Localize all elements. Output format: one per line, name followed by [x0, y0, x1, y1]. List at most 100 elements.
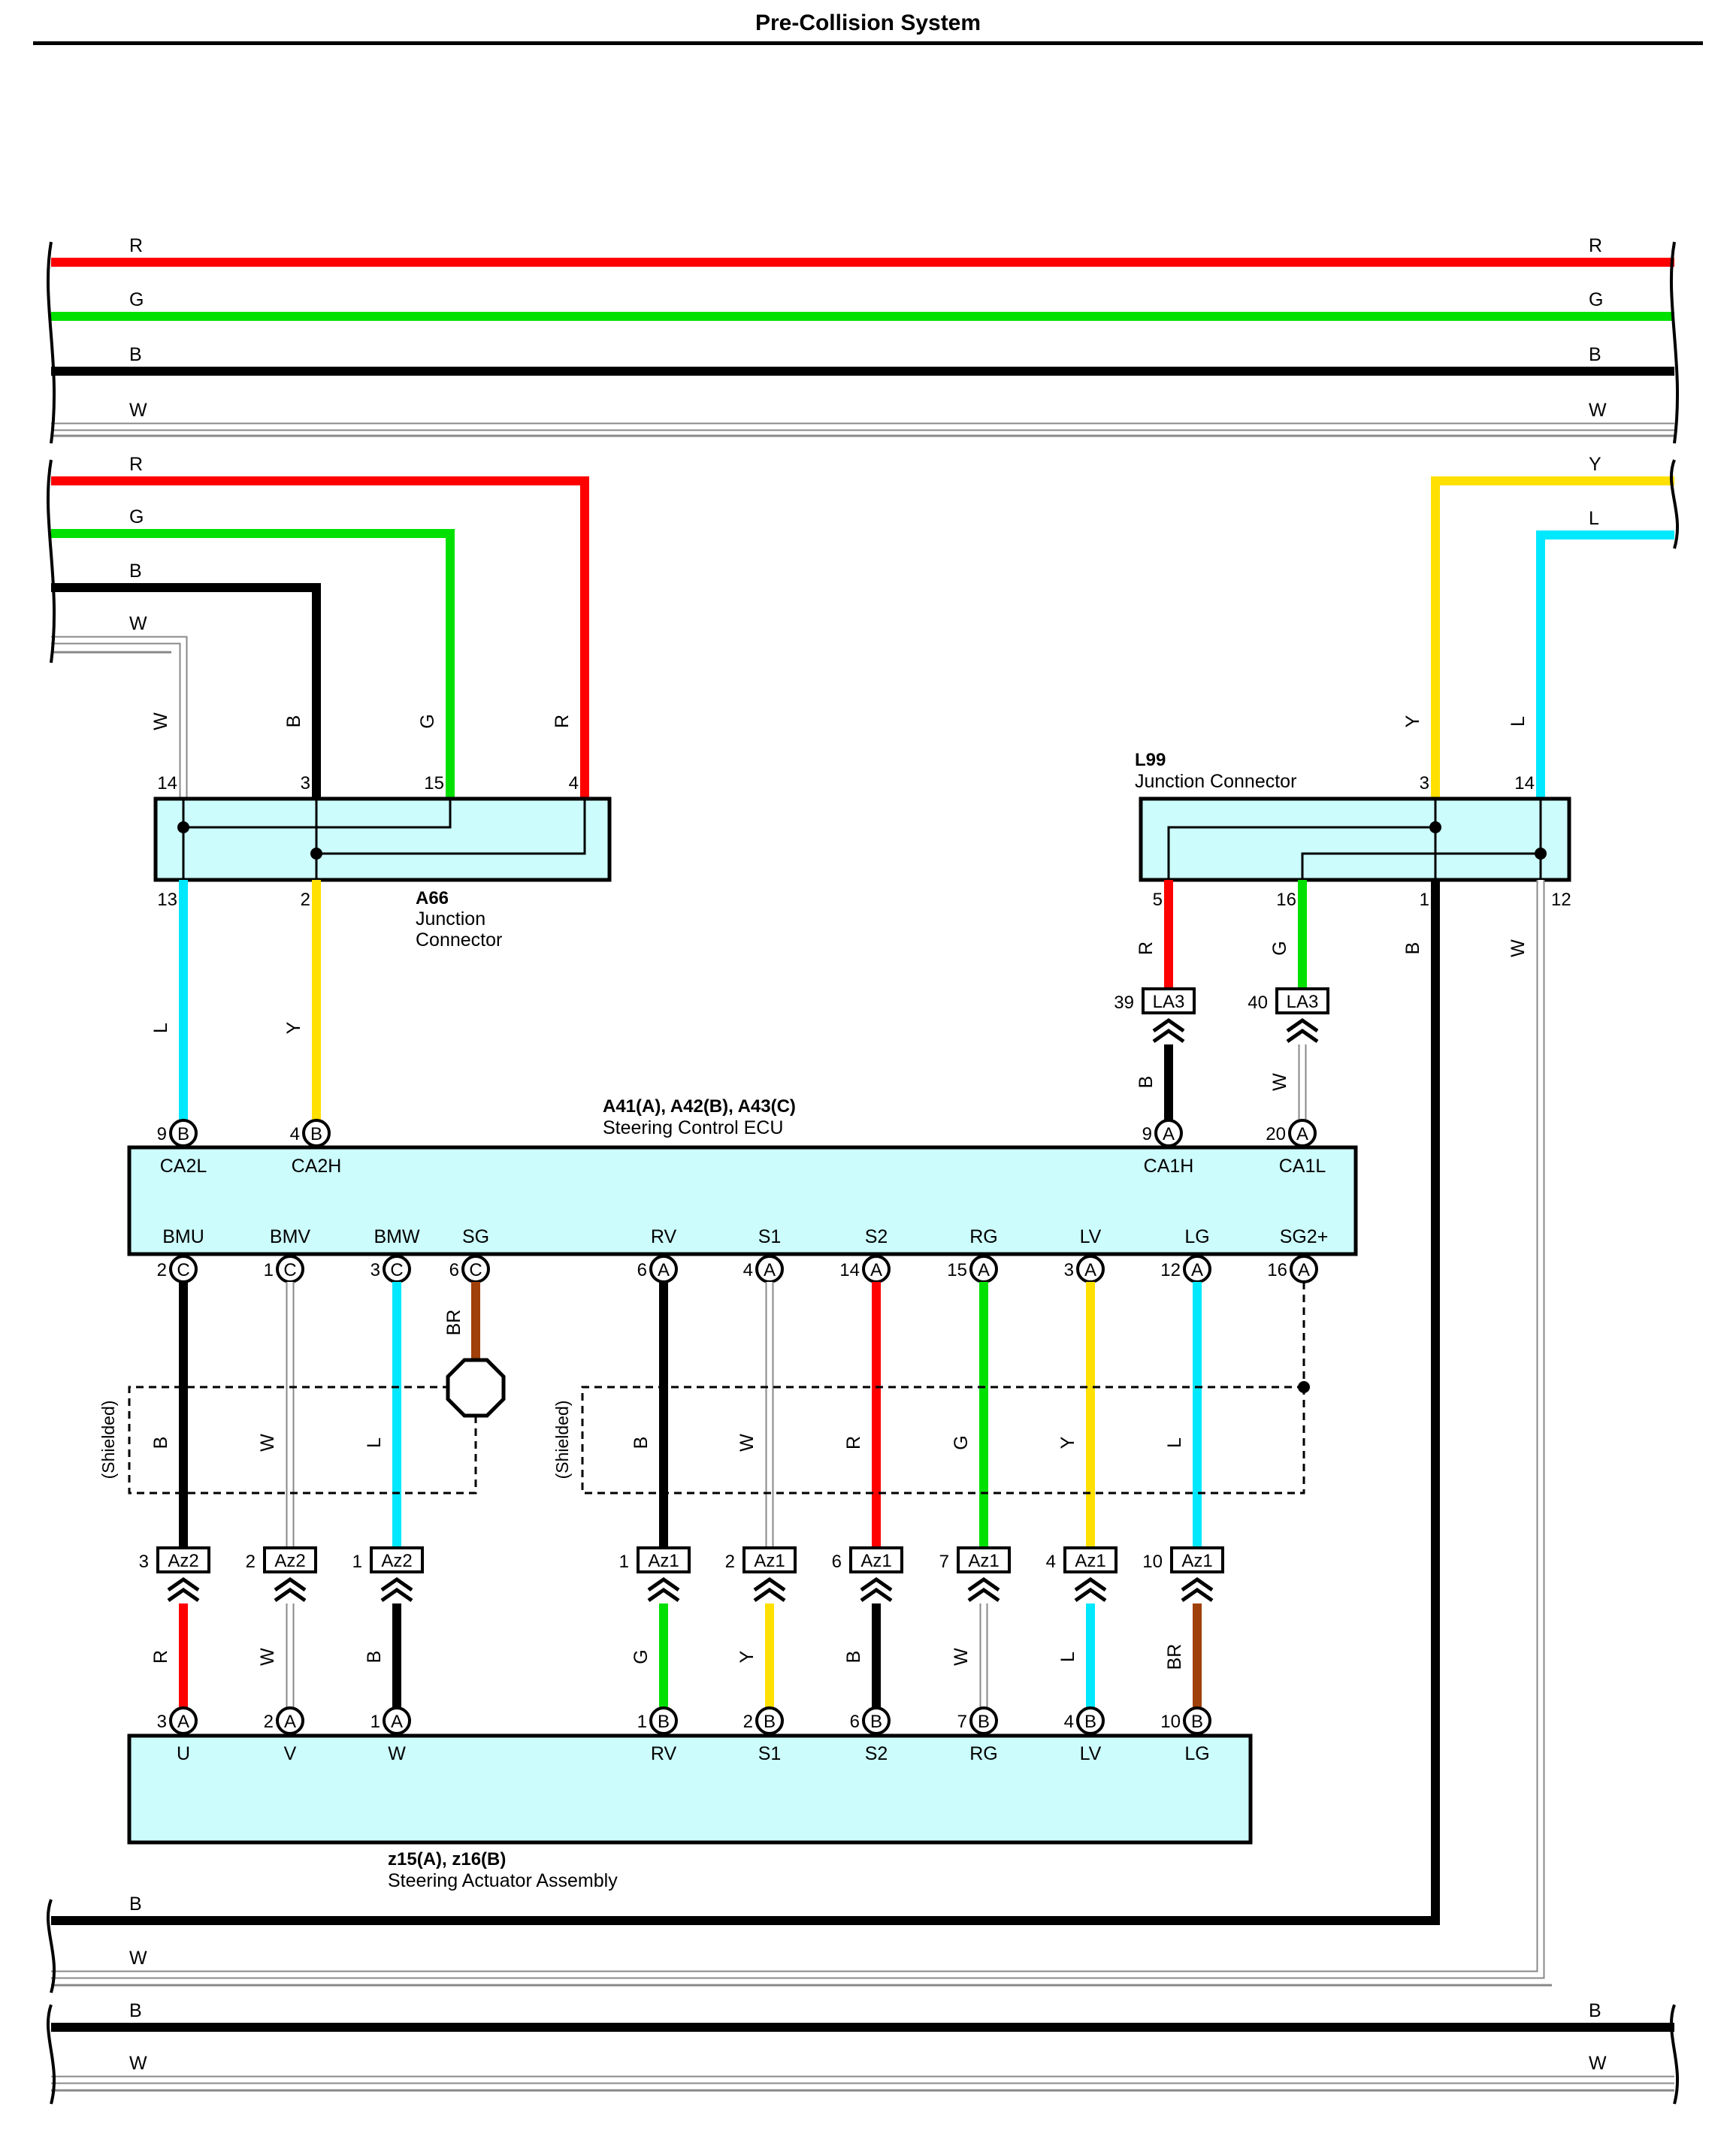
- az-chevron-0: [274, 1576, 307, 1592]
- ecu-top-terminal: [169, 1119, 198, 1147]
- ecu-bottom-pin: 4: [743, 1260, 753, 1280]
- ecu-bottom-terminal-letter: C: [283, 1260, 296, 1280]
- az-pin: 7: [939, 1552, 949, 1572]
- ecu-bottom-terminal-letter: A: [1298, 1260, 1310, 1280]
- a66-bottom-pin: 13: [157, 890, 177, 910]
- actuator-terminal-letter: B: [658, 1712, 670, 1732]
- l99-junction-connector: [1139, 796, 1571, 882]
- az-connector-label: Az1: [754, 1551, 785, 1571]
- l99-top-pin: 14: [1514, 773, 1535, 793]
- page-title: Pre-Collision System: [755, 11, 981, 35]
- ecu-bottom-term-label: SG2+: [1280, 1226, 1329, 1247]
- top-bus-label-right: B: [1589, 344, 1601, 365]
- actuator-term-label: U: [177, 1743, 190, 1764]
- actuator-name: z15(A), z16(B): [388, 1849, 506, 1869]
- la3-pin: 39: [1114, 993, 1134, 1013]
- l99-bottom-pin: 16: [1276, 890, 1296, 910]
- az-connector: [1063, 1546, 1118, 1573]
- az-connector-label: Az1: [1181, 1551, 1212, 1571]
- ecu-top-term-label: CA2H: [292, 1156, 342, 1177]
- a66-feed-w-core: [51, 637, 186, 799]
- a66-bottom-wire-label: Y: [283, 1021, 304, 1034]
- actuator-terminal: [169, 1706, 198, 1735]
- ecu-bottom-terminal-letter: A: [870, 1260, 882, 1280]
- la3-wire-label: B: [1136, 1076, 1157, 1089]
- top-right-break: [1669, 241, 1680, 444]
- ecu-top-term-label: CA1H: [1144, 1156, 1194, 1177]
- actuator-pin: 1: [637, 1712, 647, 1732]
- shield-box-2: [581, 1386, 1305, 1495]
- az-connector-label: Az1: [648, 1551, 679, 1571]
- shield-box-1: [128, 1386, 477, 1495]
- ecu-bottom-terminal-letter: A: [1191, 1260, 1203, 1280]
- ecu-top-terminal-letter: A: [1163, 1124, 1175, 1144]
- actuator-terminal-letter: B: [1084, 1712, 1096, 1732]
- actuator-side-wire-label: R: [150, 1650, 171, 1664]
- shield-ground-symbol: [446, 1358, 506, 1418]
- ecu-bottom-pin: 6: [637, 1260, 647, 1280]
- ecu-side-wire-label: G: [951, 1435, 972, 1449]
- ecu-bottom-terminal-letter: A: [764, 1260, 776, 1280]
- a66-top-pin: 4: [569, 773, 579, 793]
- az-chevron-1: [380, 1587, 413, 1603]
- ecu-top-terminal: [1288, 1119, 1317, 1147]
- ecu-bottom-terminal-letter: A: [658, 1260, 670, 1280]
- ecu-bottom-term-label: BMU: [162, 1226, 204, 1247]
- ecu-bottom-pin: 1: [264, 1260, 274, 1280]
- az-pin: 10: [1142, 1552, 1163, 1572]
- actuator-terminal-letter: B: [870, 1712, 882, 1732]
- l99-name: L99: [1135, 750, 1166, 770]
- actuator-desc: Steering Actuator Assembly: [388, 1870, 618, 1891]
- actuator-pin: 4: [1064, 1712, 1074, 1732]
- ecu-bottom-pin: 15: [947, 1260, 967, 1280]
- ecu-side-wire-label: B: [150, 1437, 171, 1449]
- ecu-side-wire-label: Y: [1057, 1436, 1078, 1449]
- actuator-side-wire-label: BR: [1164, 1644, 1185, 1670]
- a66-splice-dot: [310, 848, 322, 860]
- la3-chevron-1: [1152, 1028, 1185, 1044]
- ecu-bottom-term-label: SG: [462, 1226, 489, 1247]
- ecu-bottom-pin: 3: [1064, 1260, 1074, 1280]
- az-chevron-0: [1074, 1576, 1107, 1592]
- ecu-side-wire-label: B: [631, 1437, 652, 1449]
- a66-feed-label: R: [129, 454, 143, 475]
- bottom-left-break: [46, 2004, 56, 2105]
- title-rule: [33, 41, 1703, 45]
- l99-top-pin: 3: [1420, 773, 1429, 793]
- az-connector: [1170, 1546, 1224, 1573]
- az-connector-label: Az2: [274, 1551, 305, 1571]
- a66-top-wire-label: W: [150, 712, 171, 730]
- a66-top-pin: 15: [424, 773, 444, 793]
- actuator-term-label: S1: [758, 1743, 782, 1764]
- ecu-bottom-term-label: RG: [969, 1226, 998, 1247]
- la3-connector-label: LA3: [1153, 992, 1185, 1012]
- l99-return-b: [51, 880, 1440, 1925]
- az-chevron-0: [380, 1576, 413, 1592]
- actuator-pin: 1: [370, 1712, 380, 1732]
- ecu-top-terminal-letter: B: [310, 1124, 322, 1144]
- ecu-bottom-term-label: LV: [1080, 1226, 1102, 1247]
- ecu-bottom-terminal-letter: C: [390, 1260, 403, 1280]
- l99-return-w-core: [51, 880, 1544, 1978]
- a66-top-pin: 3: [301, 773, 310, 793]
- ecu-top-terminal: [302, 1119, 331, 1147]
- actuator-side-wire-label: L: [1057, 1652, 1078, 1662]
- l99-splice-dot: [1429, 821, 1441, 833]
- actuator-terminal-letter: A: [284, 1712, 296, 1732]
- ecu-top-term-label: CA1L: [1279, 1156, 1326, 1177]
- bottom-return-left-break: [47, 1899, 56, 1993]
- a66-internal-bus-4: [316, 799, 586, 855]
- az-connector: [370, 1546, 424, 1573]
- actuator-terminal: [649, 1706, 678, 1735]
- l99-feed-l: [1536, 530, 1674, 799]
- la3-connector: [1142, 987, 1196, 1014]
- bottom-right-break: [1669, 2004, 1680, 2105]
- az-connector: [263, 1546, 317, 1573]
- actuator-pin: 2: [264, 1712, 274, 1732]
- az-connector: [637, 1546, 691, 1573]
- ecu-bottom-term-label: BMV: [270, 1226, 311, 1247]
- actuator-side-wire-label: W: [257, 1648, 278, 1666]
- a66-top-wire-label: G: [417, 714, 438, 728]
- l99-top-wire-label: Y: [1402, 715, 1423, 727]
- bottom-bus-label-left: B: [129, 2000, 142, 2021]
